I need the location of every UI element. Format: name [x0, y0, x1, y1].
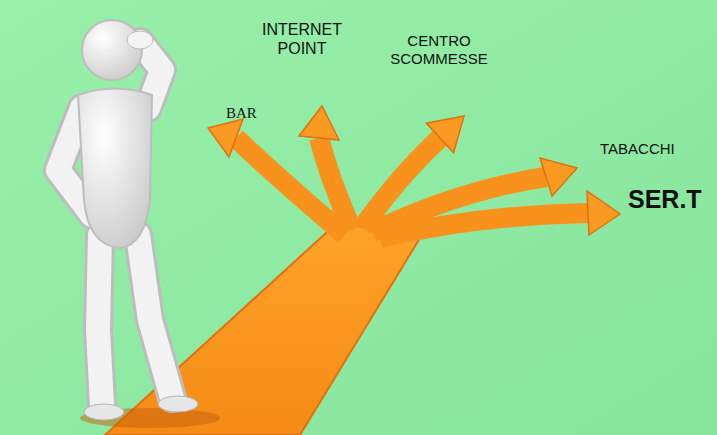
branch-label: INTERNET POINT — [256, 20, 348, 58]
branch-label: CENTRO SCOMMESSE — [386, 32, 492, 68]
thinking-figure — [58, 20, 198, 420]
branch-arrows — [236, 138, 588, 238]
branch-label: BAR — [226, 104, 286, 122]
arrow-heads — [208, 106, 620, 235]
path-band — [105, 222, 420, 435]
branch-label: TABACCHI — [600, 140, 710, 158]
destination-label: SER.T — [628, 184, 716, 214]
